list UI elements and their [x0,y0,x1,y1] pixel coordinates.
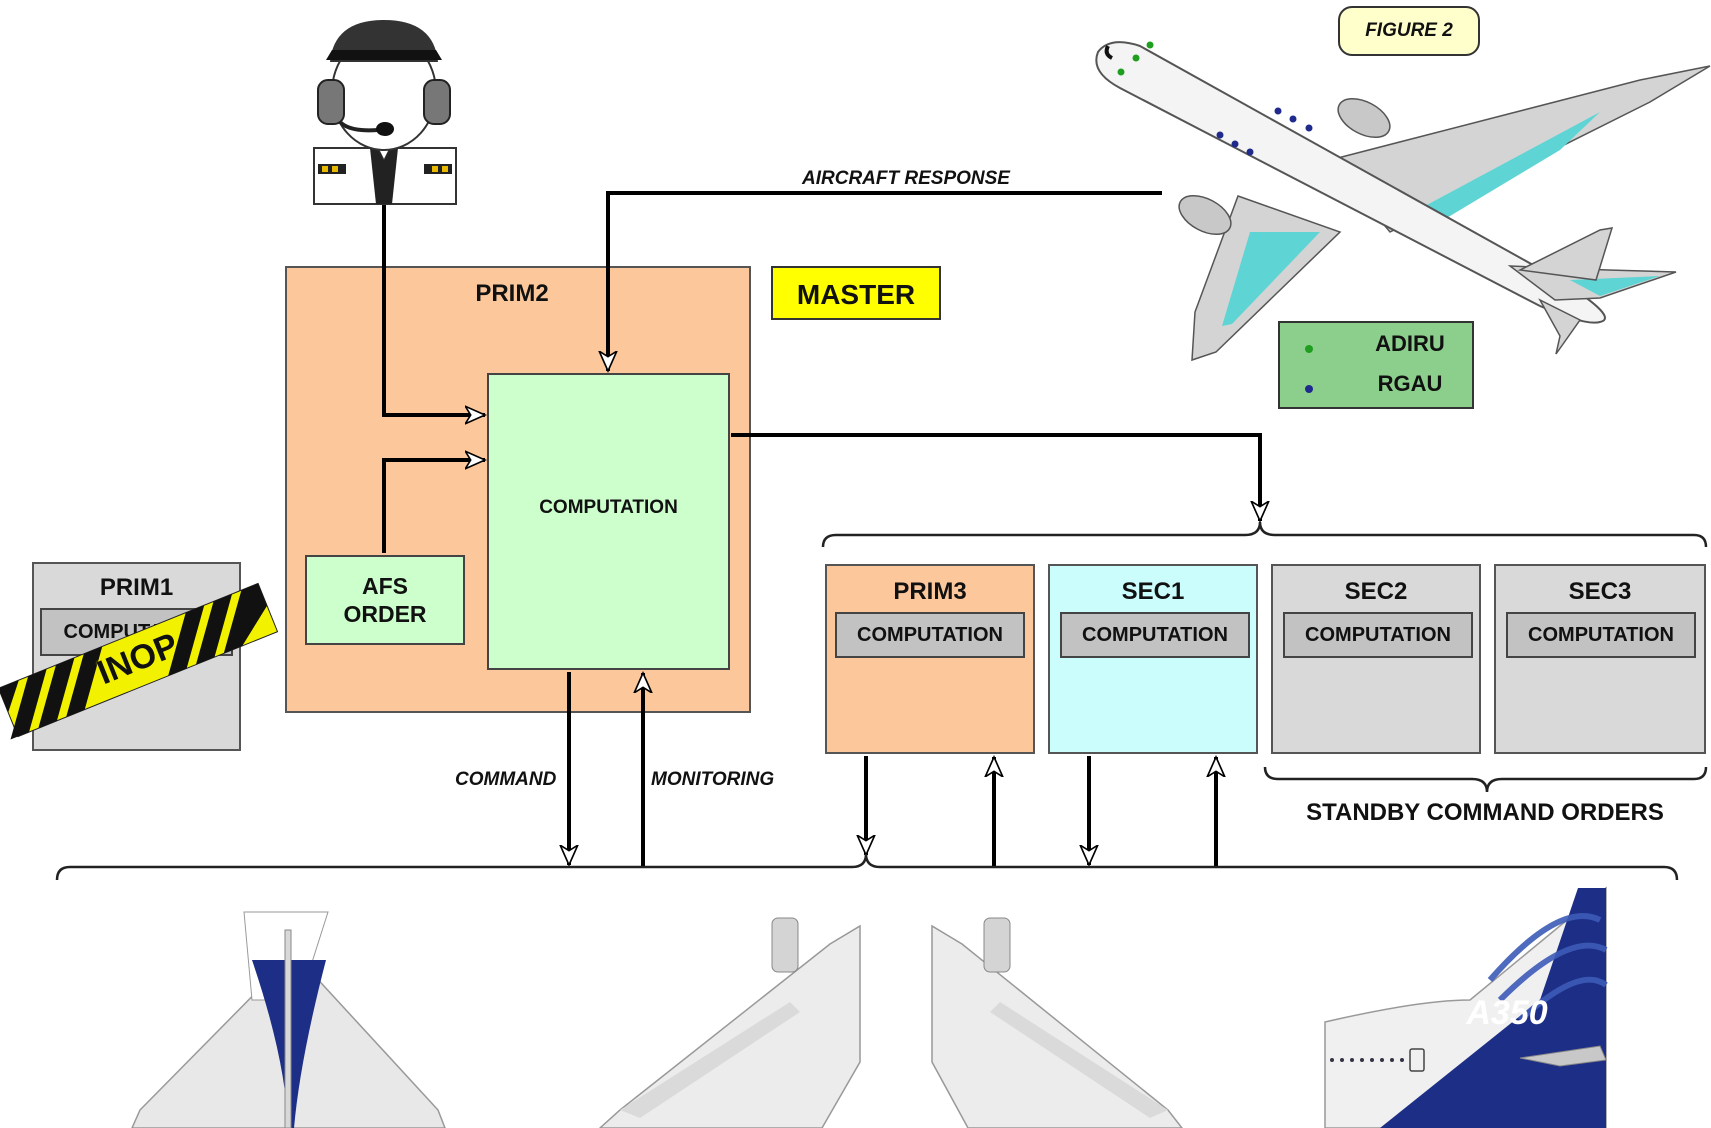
sec2-title: SEC2 [1344,578,1408,605]
sensor-legend: ADIRU RGAU [1278,321,1474,409]
rgau-sensor-dot [1305,124,1313,132]
sec1-box: SEC1 COMPUTATION [1048,564,1258,754]
command-label: COMMAND [455,769,557,790]
rgau-sensor-dot [1246,148,1254,156]
adiru-sensor-dot [1132,54,1140,62]
monitoring-label: MONITORING [651,769,775,790]
a350-tail-illustration [1324,886,1608,1128]
master-badge: MASTER [771,266,941,320]
prim2-computation-box: COMPUTATION [487,373,730,670]
master-label: MASTER [796,279,916,310]
computers-brace [821,521,1708,548]
surfaces-brace [55,853,1679,881]
rgau-label: RGAU [1377,371,1443,396]
rgau-sensor-dot [1274,107,1282,115]
aircraft-response-label: AIRCRAFT RESPONSE [802,168,1010,189]
pilot-input-line [382,205,485,415]
adiru-sensor-dot [1146,41,1154,49]
afs-order-box: AFS ORDER [305,555,465,645]
sec1-title: SEC1 [1121,578,1185,605]
prim1-title: PRIM1 [99,574,174,601]
figure-badge: FIGURE 2 [1338,6,1480,56]
prim3-computation: COMPUTATION [835,612,1025,658]
figure-label: FIGURE 2 [1365,20,1453,41]
standby-brace [1263,766,1708,793]
rgau-sensor-dot [1289,115,1297,123]
afs-order-label: AFS ORDER [343,573,427,627]
sec3-box: SEC3 COMPUTATION [1494,564,1706,754]
pilot-icon [313,20,457,205]
prim3-box: PRIM3 COMPUTATION [825,564,1035,754]
adiru-sensor-dot [1117,68,1125,76]
rgau-sensor-dot [1216,131,1224,139]
aircraft-response-line [608,191,1162,371]
sec3-title: SEC3 [1568,578,1632,605]
tail-surfaces-illustration [131,911,446,1128]
sec2-box: SEC2 COMPUTATION [1271,564,1481,754]
aircraft-illustration [1095,41,1711,362]
inop-tape [0,582,279,740]
computation-output-line [731,433,1260,521]
left-wing-illustration [598,917,861,1128]
rgau-dot-icon [1305,385,1313,393]
prim2-computation-label: COMPUTATION [539,497,678,518]
standby-label: STANDBY COMMAND ORDERS [1306,799,1664,826]
sec3-computation: COMPUTATION [1506,612,1696,658]
prim2-title: PRIM2 [475,280,549,307]
sec2-computation: COMPUTATION [1283,612,1473,658]
sec1-computation: COMPUTATION [1060,612,1250,658]
adiru-label: ADIRU [1375,331,1445,356]
adiru-dot-icon [1305,345,1313,353]
prim3-title: PRIM3 [893,578,967,605]
rgau-sensor-dot [1231,140,1239,148]
a350-logo: A350 [1466,994,1548,1032]
afs-input-line [382,460,485,553]
right-wing-illustration [931,917,1183,1128]
